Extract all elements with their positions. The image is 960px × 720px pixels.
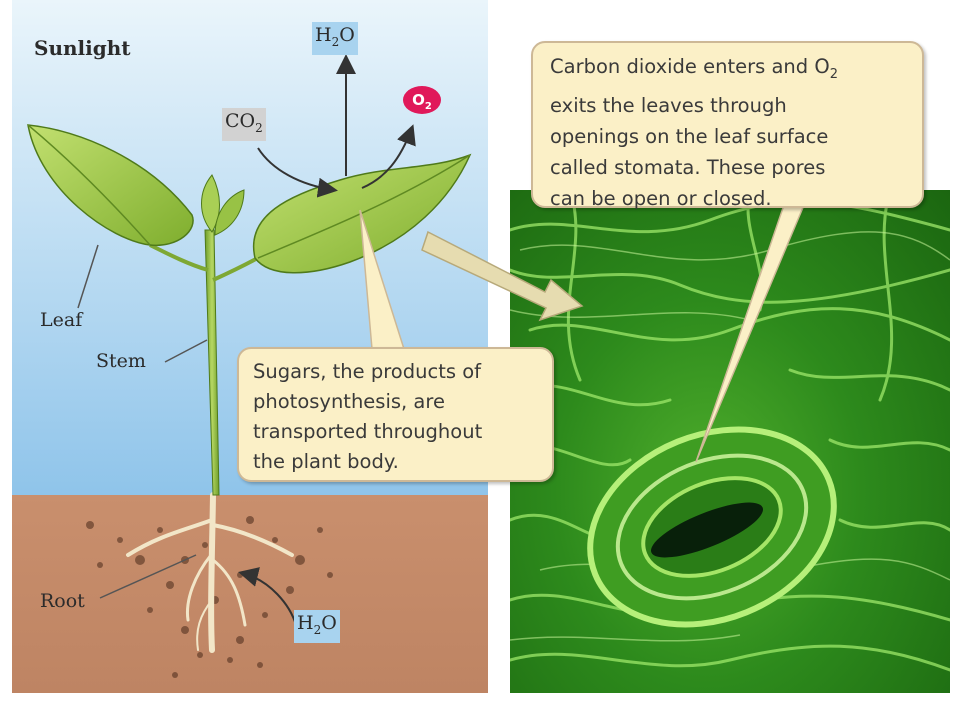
water-in-label-rest: O (321, 612, 337, 634)
stomata-callout-line-1-text: Carbon dioxide enters and O (550, 55, 830, 78)
sugar-callout-line-1: Sugars, the products of (253, 360, 481, 383)
oxygen-badge-sub: 2 (424, 101, 432, 112)
stomata-callout-line-2: exits the leaves through (550, 93, 787, 117)
sugar-callout-line-2: photosynthesis, are (253, 390, 445, 413)
zoom-arrow (421, 230, 584, 322)
stomata-callout-line-1: Carbon dioxide enters and O2 (550, 51, 908, 90)
stomata-callout-pointer (695, 204, 806, 463)
sugar-transport-callout: Sugars, the products of photosynthesis, … (237, 347, 554, 482)
water-out-label: H2O (312, 22, 358, 55)
water-out-label-rest: O (339, 24, 355, 46)
stomata-callout-line-5: can be open or closed. (550, 186, 772, 210)
root-label: Root (40, 590, 85, 612)
root-system (126, 492, 294, 653)
co2-in-arrow (257, 147, 338, 198)
water-in-arrow (238, 567, 297, 626)
stomata-callout-line-1-sub: 2 (829, 66, 838, 82)
stem-label: Stem (96, 350, 146, 372)
carbon-dioxide-label-sub: 2 (255, 120, 263, 135)
carbon-dioxide-label-main: CO (225, 110, 256, 132)
water-out-label-sub: 2 (331, 34, 340, 49)
water-out-label-main: H (315, 24, 332, 46)
leaf-label: Leaf (40, 309, 83, 331)
water-in-label-main: H (297, 612, 314, 634)
stomata-callout: Carbon dioxide enters and O2 exits the l… (531, 41, 924, 210)
stem (204, 229, 220, 496)
stomata-callout-line-3: openings on the leaf surface (550, 124, 829, 148)
oxygen-badge-main: O (412, 91, 425, 109)
left-leaf (27, 124, 194, 247)
water-in-label-sub: 2 (313, 622, 322, 637)
left-leaf-petiole (149, 243, 209, 272)
carbon-dioxide-label: CO2 (222, 108, 266, 141)
sunlight-label: Sunlight (34, 36, 131, 60)
oxygen-badge: O2 (403, 86, 441, 114)
stomata-callout-line-4: called stomata. These pores (550, 155, 826, 179)
o2-out-arrow (361, 124, 416, 189)
stem-leader-line (164, 339, 208, 363)
bud-leaf-right (214, 189, 245, 236)
sugar-callout-line-3: transported throughout (253, 420, 483, 443)
sugar-callout-line-4: the plant body. (253, 450, 399, 473)
root-leader-line (99, 554, 197, 599)
leaf-leader-line (77, 244, 99, 309)
water-in-label: H2O (294, 610, 340, 643)
